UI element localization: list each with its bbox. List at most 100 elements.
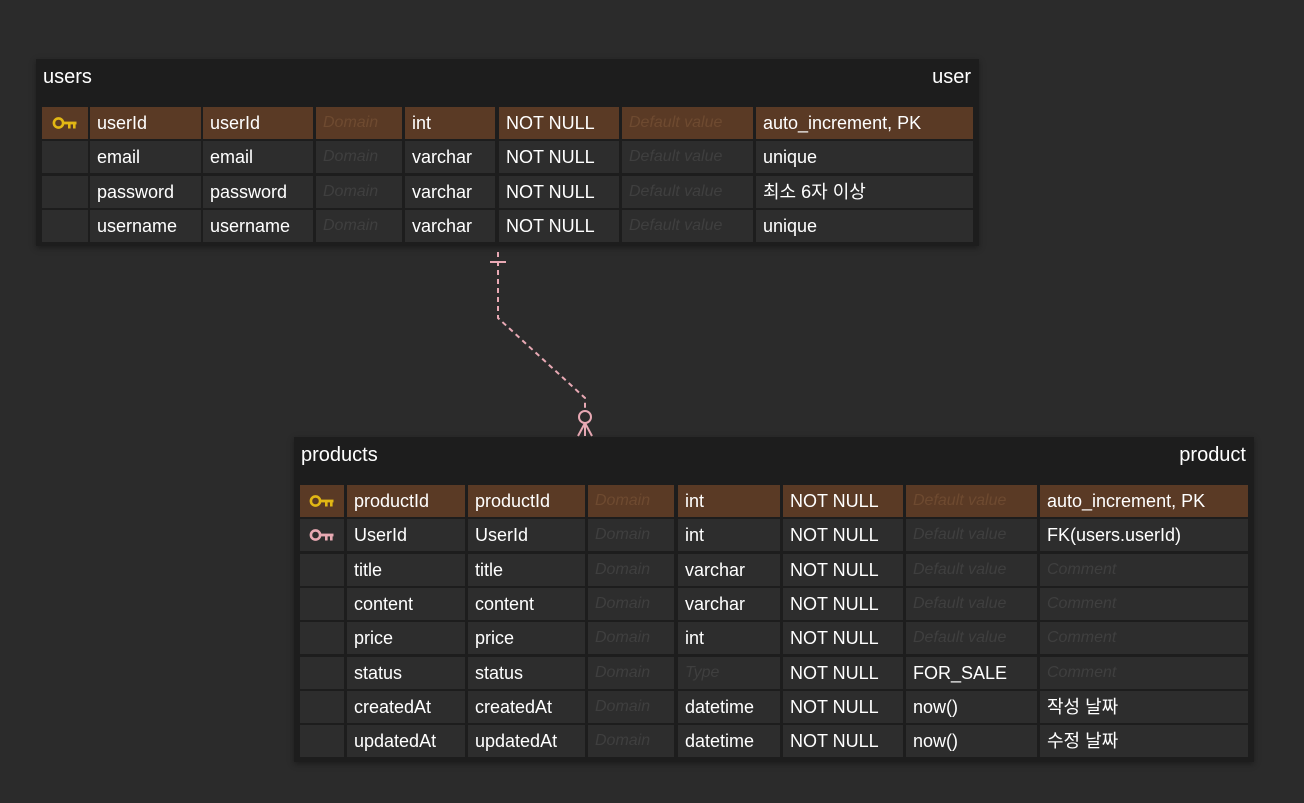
- column-comment[interactable]: unique: [756, 141, 973, 174]
- column-logical-name[interactable]: productId: [347, 485, 465, 517]
- column-null[interactable]: NOT NULL: [783, 587, 903, 620]
- column-null[interactable]: NOT NULL: [499, 141, 619, 174]
- column-type[interactable]: varchar: [405, 175, 495, 208]
- column-default[interactable]: Default value: [906, 485, 1037, 517]
- column-physical-name[interactable]: price: [468, 622, 585, 655]
- column-logical-name[interactable]: UserId: [347, 519, 465, 552]
- column-type[interactable]: int: [678, 519, 780, 552]
- column-comment[interactable]: Comment: [1040, 656, 1248, 689]
- column-logical-name[interactable]: createdAt: [347, 690, 465, 723]
- column-domain[interactable]: Domain: [588, 587, 674, 620]
- column-domain[interactable]: Domain: [588, 656, 674, 689]
- column-type[interactable]: int: [405, 107, 495, 139]
- column-default[interactable]: now(): [906, 725, 1037, 758]
- column-comment[interactable]: 수정 날짜: [1040, 725, 1248, 758]
- column-logical-name[interactable]: password: [90, 175, 201, 208]
- column-logical-name[interactable]: title: [347, 553, 465, 586]
- column-logical-name[interactable]: username: [90, 209, 201, 242]
- column-logical-name[interactable]: status: [347, 656, 465, 689]
- column-physical-name[interactable]: productId: [468, 485, 585, 517]
- column-type[interactable]: datetime: [678, 690, 780, 723]
- column-null[interactable]: NOT NULL: [783, 690, 903, 723]
- column-domain[interactable]: Domain: [316, 141, 402, 174]
- column-logical-name[interactable]: content: [347, 587, 465, 620]
- column-comment[interactable]: auto_increment, PK: [756, 107, 973, 139]
- column-physical-name[interactable]: email: [203, 141, 313, 174]
- column-logical-name[interactable]: updatedAt: [347, 725, 465, 758]
- column-default[interactable]: Default value: [906, 587, 1037, 620]
- column-comment[interactable]: auto_increment, PK: [1040, 485, 1248, 517]
- table-header[interactable]: users user: [36, 59, 979, 97]
- column-type[interactable]: varchar: [678, 553, 780, 586]
- column-physical-name[interactable]: content: [468, 587, 585, 620]
- column-null[interactable]: NOT NULL: [783, 553, 903, 586]
- column-physical-name[interactable]: updatedAt: [468, 725, 585, 758]
- column-null[interactable]: NOT NULL: [783, 622, 903, 655]
- column-null[interactable]: NOT NULL: [783, 485, 903, 517]
- column-default[interactable]: Default value: [622, 107, 753, 139]
- column-comment[interactable]: Comment: [1040, 553, 1248, 586]
- column-physical-name[interactable]: status: [468, 656, 585, 689]
- column-type[interactable]: varchar: [405, 209, 495, 242]
- column-type[interactable]: Type: [678, 656, 780, 689]
- relationship-line[interactable]: [497, 252, 586, 410]
- column-physical-name[interactable]: password: [203, 175, 313, 208]
- column-physical-name[interactable]: UserId: [468, 519, 585, 552]
- column-physical-name[interactable]: username: [203, 209, 313, 242]
- column-type[interactable]: int: [678, 622, 780, 655]
- column-null[interactable]: NOT NULL: [499, 209, 619, 242]
- table-header[interactable]: products product: [294, 437, 1254, 475]
- column-domain[interactable]: Domain: [316, 175, 402, 208]
- column-comment[interactable]: Comment: [1040, 587, 1248, 620]
- column-comment[interactable]: 최소 6자 이상: [756, 175, 973, 208]
- column-type[interactable]: varchar: [405, 141, 495, 174]
- column-default[interactable]: Default value: [622, 209, 753, 242]
- column-logical-name[interactable]: email: [90, 141, 201, 174]
- column-default[interactable]: Default value: [622, 141, 753, 174]
- column-type[interactable]: datetime: [678, 725, 780, 758]
- column-type[interactable]: int: [678, 485, 780, 517]
- column-logical-name[interactable]: userId: [90, 107, 201, 139]
- column-null[interactable]: NOT NULL: [783, 519, 903, 552]
- column-physical-name[interactable]: createdAt: [468, 690, 585, 723]
- column-default[interactable]: Default value: [906, 553, 1037, 586]
- column-comment[interactable]: unique: [756, 209, 973, 242]
- column-domain[interactable]: Domain: [588, 690, 674, 723]
- column-null[interactable]: NOT NULL: [499, 107, 619, 139]
- column-comment[interactable]: 작성 날짜: [1040, 690, 1248, 723]
- column-physical-name[interactable]: title: [468, 553, 585, 586]
- column-type[interactable]: varchar: [678, 587, 780, 620]
- column-domain[interactable]: Domain: [588, 725, 674, 758]
- column-domain[interactable]: Domain: [588, 622, 674, 655]
- column-default[interactable]: Default value: [906, 519, 1037, 552]
- column-default[interactable]: Default value: [906, 622, 1037, 655]
- column-domain[interactable]: Domain: [588, 485, 674, 517]
- column-comment[interactable]: FK(users.userId): [1040, 519, 1248, 552]
- column-logical-name[interactable]: price: [347, 622, 465, 655]
- column-domain[interactable]: Domain: [316, 209, 402, 242]
- column-null[interactable]: NOT NULL: [783, 725, 903, 758]
- column-domain[interactable]: Domain: [316, 107, 402, 139]
- column-default[interactable]: FOR_SALE: [906, 656, 1037, 689]
- column-null[interactable]: NOT NULL: [783, 656, 903, 689]
- column-domain[interactable]: Domain: [588, 519, 674, 552]
- column-default[interactable]: now(): [906, 690, 1037, 723]
- column-physical-name[interactable]: userId: [203, 107, 313, 139]
- column-comment[interactable]: Comment: [1040, 622, 1248, 655]
- column-default[interactable]: Default value: [622, 175, 753, 208]
- column-null[interactable]: NOT NULL: [499, 175, 619, 208]
